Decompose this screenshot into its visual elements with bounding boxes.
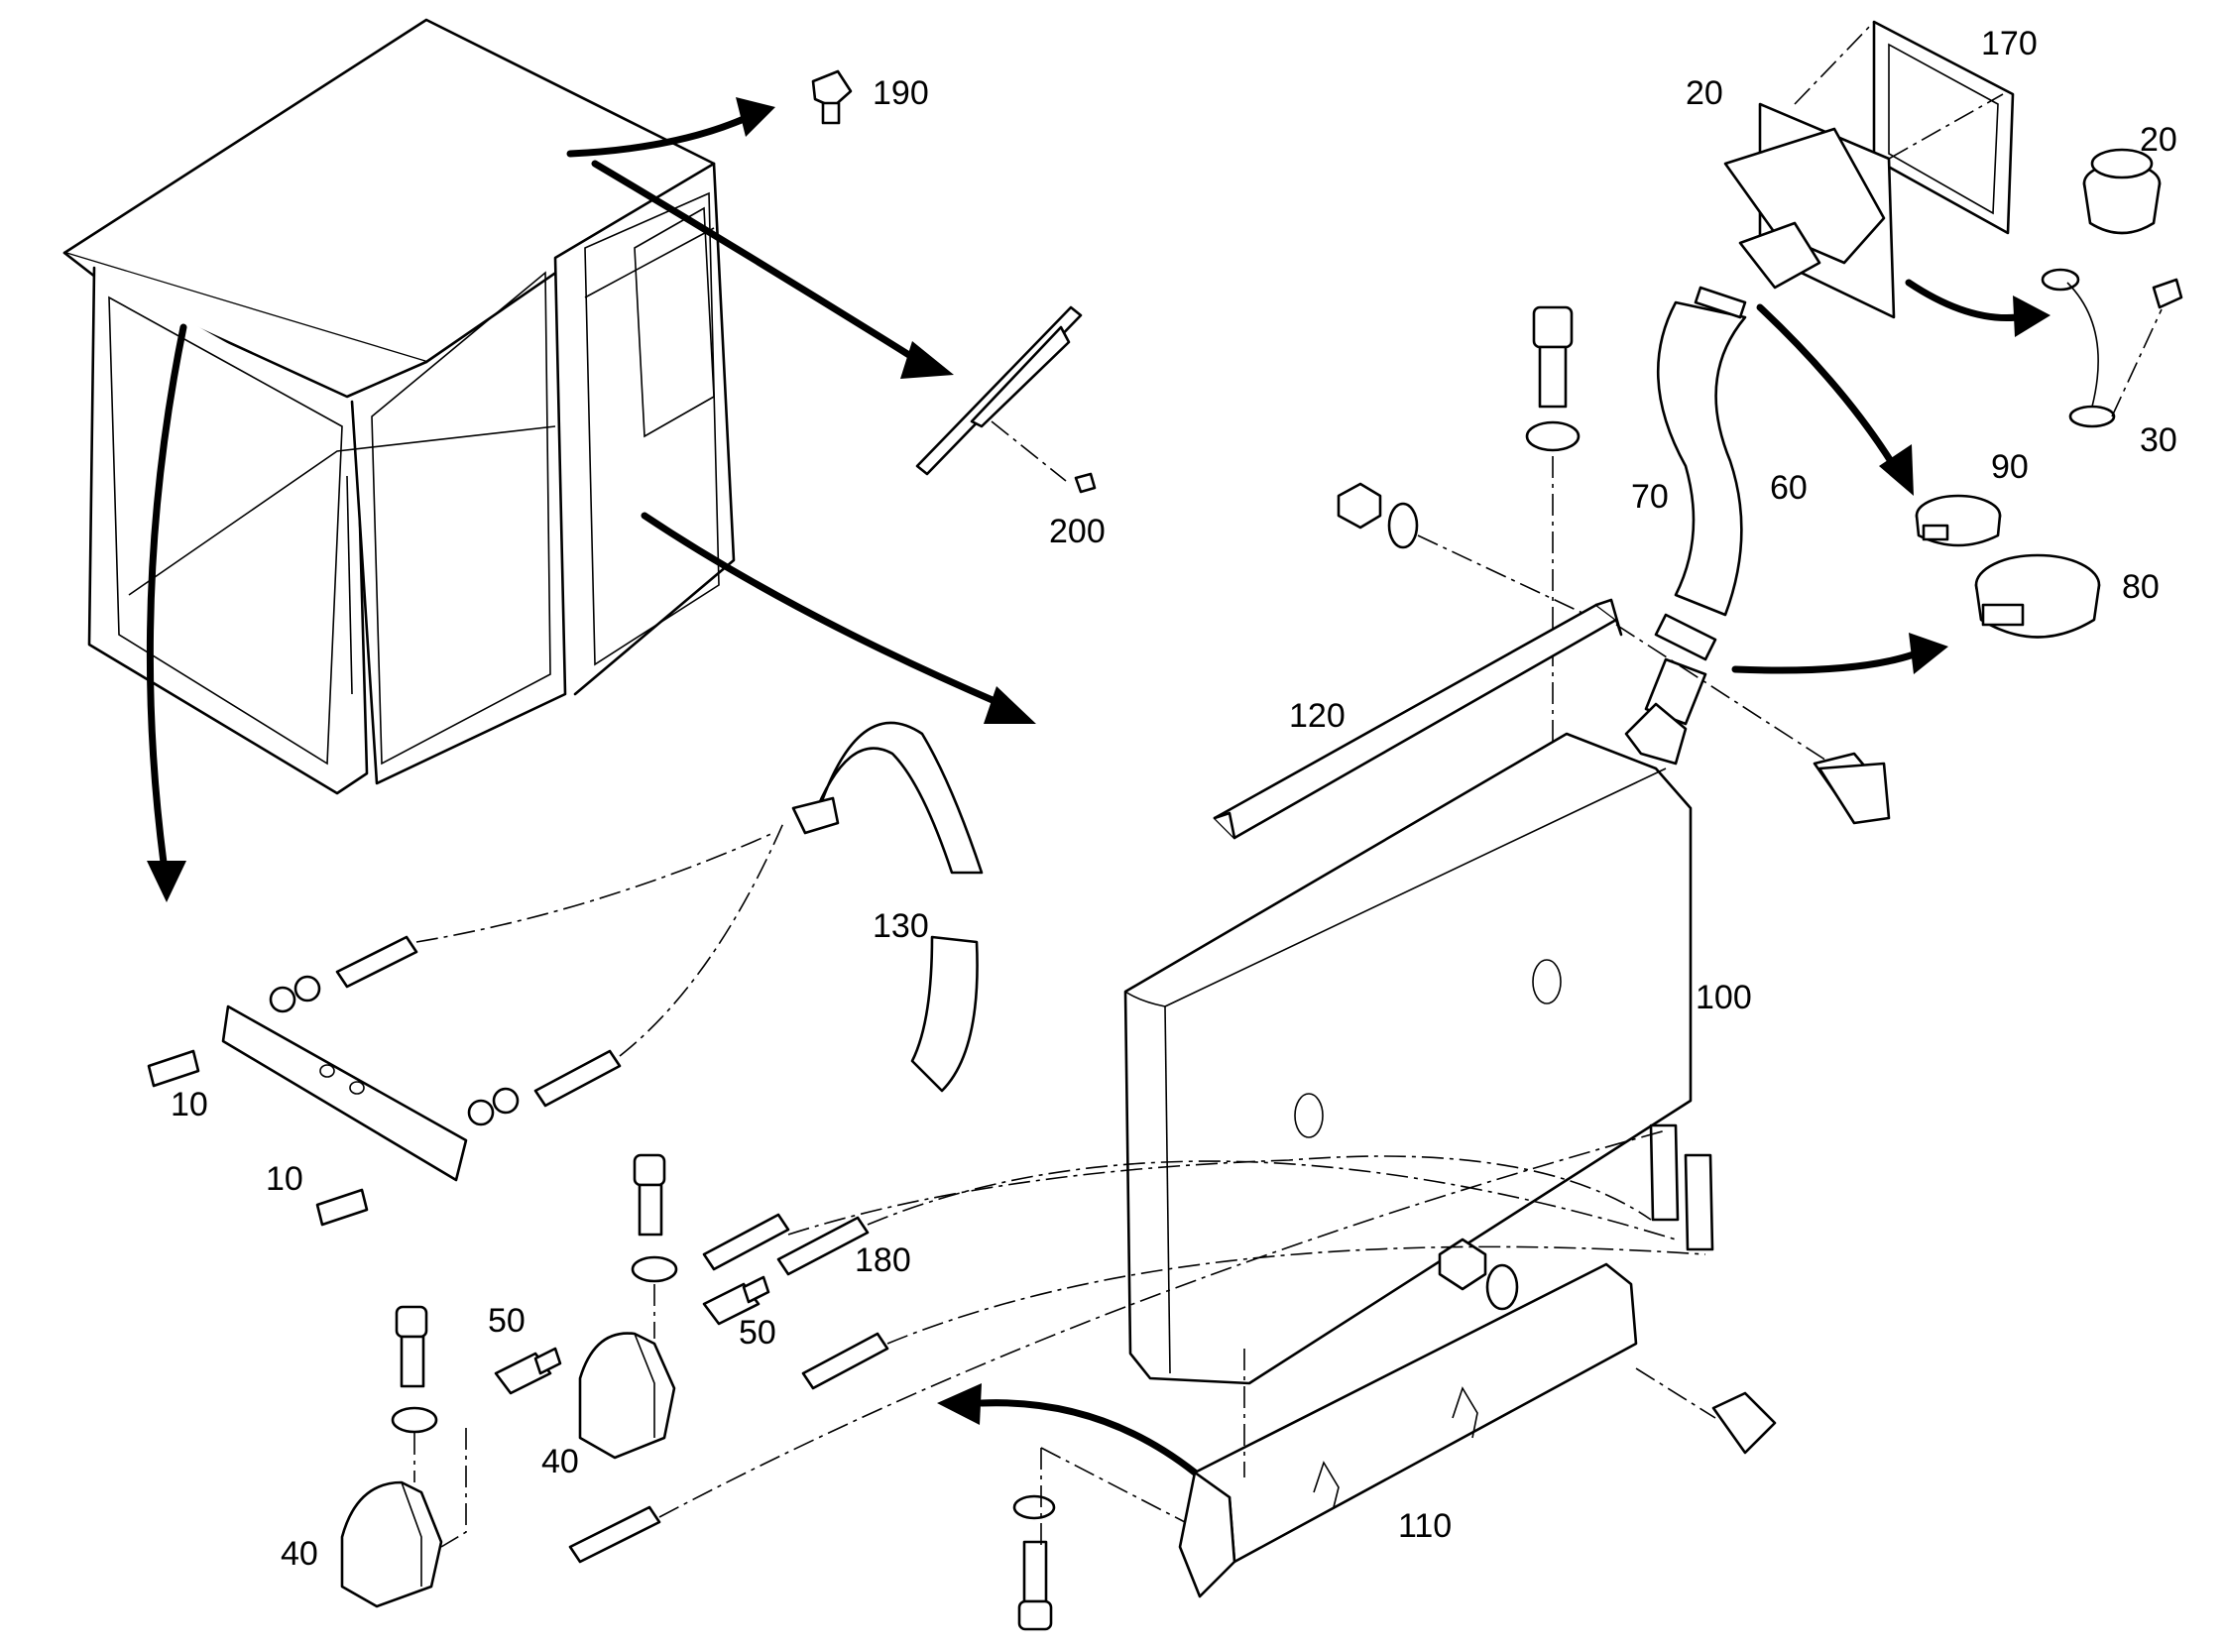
callout-10-upper: 10 <box>171 1086 208 1123</box>
callout-90: 90 <box>1991 448 2029 486</box>
tank-strap-120 <box>1213 598 1855 840</box>
return-hose-130 <box>791 721 984 1093</box>
cap-screw-40b <box>391 1305 438 1482</box>
callout-180: 180 <box>855 1241 911 1279</box>
fitting-50b <box>702 1275 770 1326</box>
wiper-blade <box>915 305 1097 494</box>
cap-screw-upper <box>1525 305 1581 754</box>
filler-neck-flange <box>1723 20 2015 319</box>
hose-sections-180 <box>440 1123 1714 1564</box>
valve-block-40b <box>340 1480 443 1608</box>
callout-10-lower: 10 <box>266 1160 303 1198</box>
cap-screw-lower <box>1012 1447 1186 1631</box>
operator-cab <box>62 18 736 795</box>
callout-30: 30 <box>2140 421 2177 459</box>
callout-120: 120 <box>1289 697 1346 735</box>
nut-washer-upper <box>1337 482 1587 616</box>
tank-100 <box>1123 702 1693 1385</box>
callout-200: 200 <box>1049 513 1106 550</box>
callout-50-right: 50 <box>739 1314 776 1352</box>
cap-strap <box>1905 268 2183 428</box>
hose-clamp-80 <box>1731 553 2101 674</box>
filler-hose <box>1644 286 1914 726</box>
callout-70: 70 <box>1631 478 1669 516</box>
valve-block-40a <box>578 1332 676 1460</box>
left-mount-bracket <box>147 822 784 1227</box>
callout-40-lower: 40 <box>281 1535 318 1573</box>
callout-40-upper: 40 <box>541 1443 579 1480</box>
callout-130: 130 <box>873 907 929 945</box>
callout-20-flange: 20 <box>1686 74 1723 112</box>
plug-190 <box>811 69 853 125</box>
cab-arrows <box>146 97 1199 1476</box>
callout-170: 170 <box>1981 25 2038 62</box>
callout-80: 80 <box>2122 568 2160 606</box>
callout-110: 110 <box>1398 1507 1452 1545</box>
callout-60: 60 <box>1770 469 1808 507</box>
callout-100: 100 <box>1696 979 1752 1016</box>
hose-clamp-90 <box>1915 494 2002 547</box>
callout-190: 190 <box>873 74 929 112</box>
callout-20-cap: 20 <box>2140 121 2177 159</box>
cap-screw-40a <box>631 1153 678 1339</box>
tank-support-110 <box>1178 1262 1638 1598</box>
callout-labels: 190 200 170 20 20 30 90 80 70 60 120 130… <box>171 25 2177 1573</box>
tank-drain-plug <box>1817 762 1891 825</box>
fitting-50a <box>494 1347 562 1395</box>
callout-50-left: 50 <box>488 1302 526 1340</box>
fuel-cap <box>2082 148 2162 235</box>
